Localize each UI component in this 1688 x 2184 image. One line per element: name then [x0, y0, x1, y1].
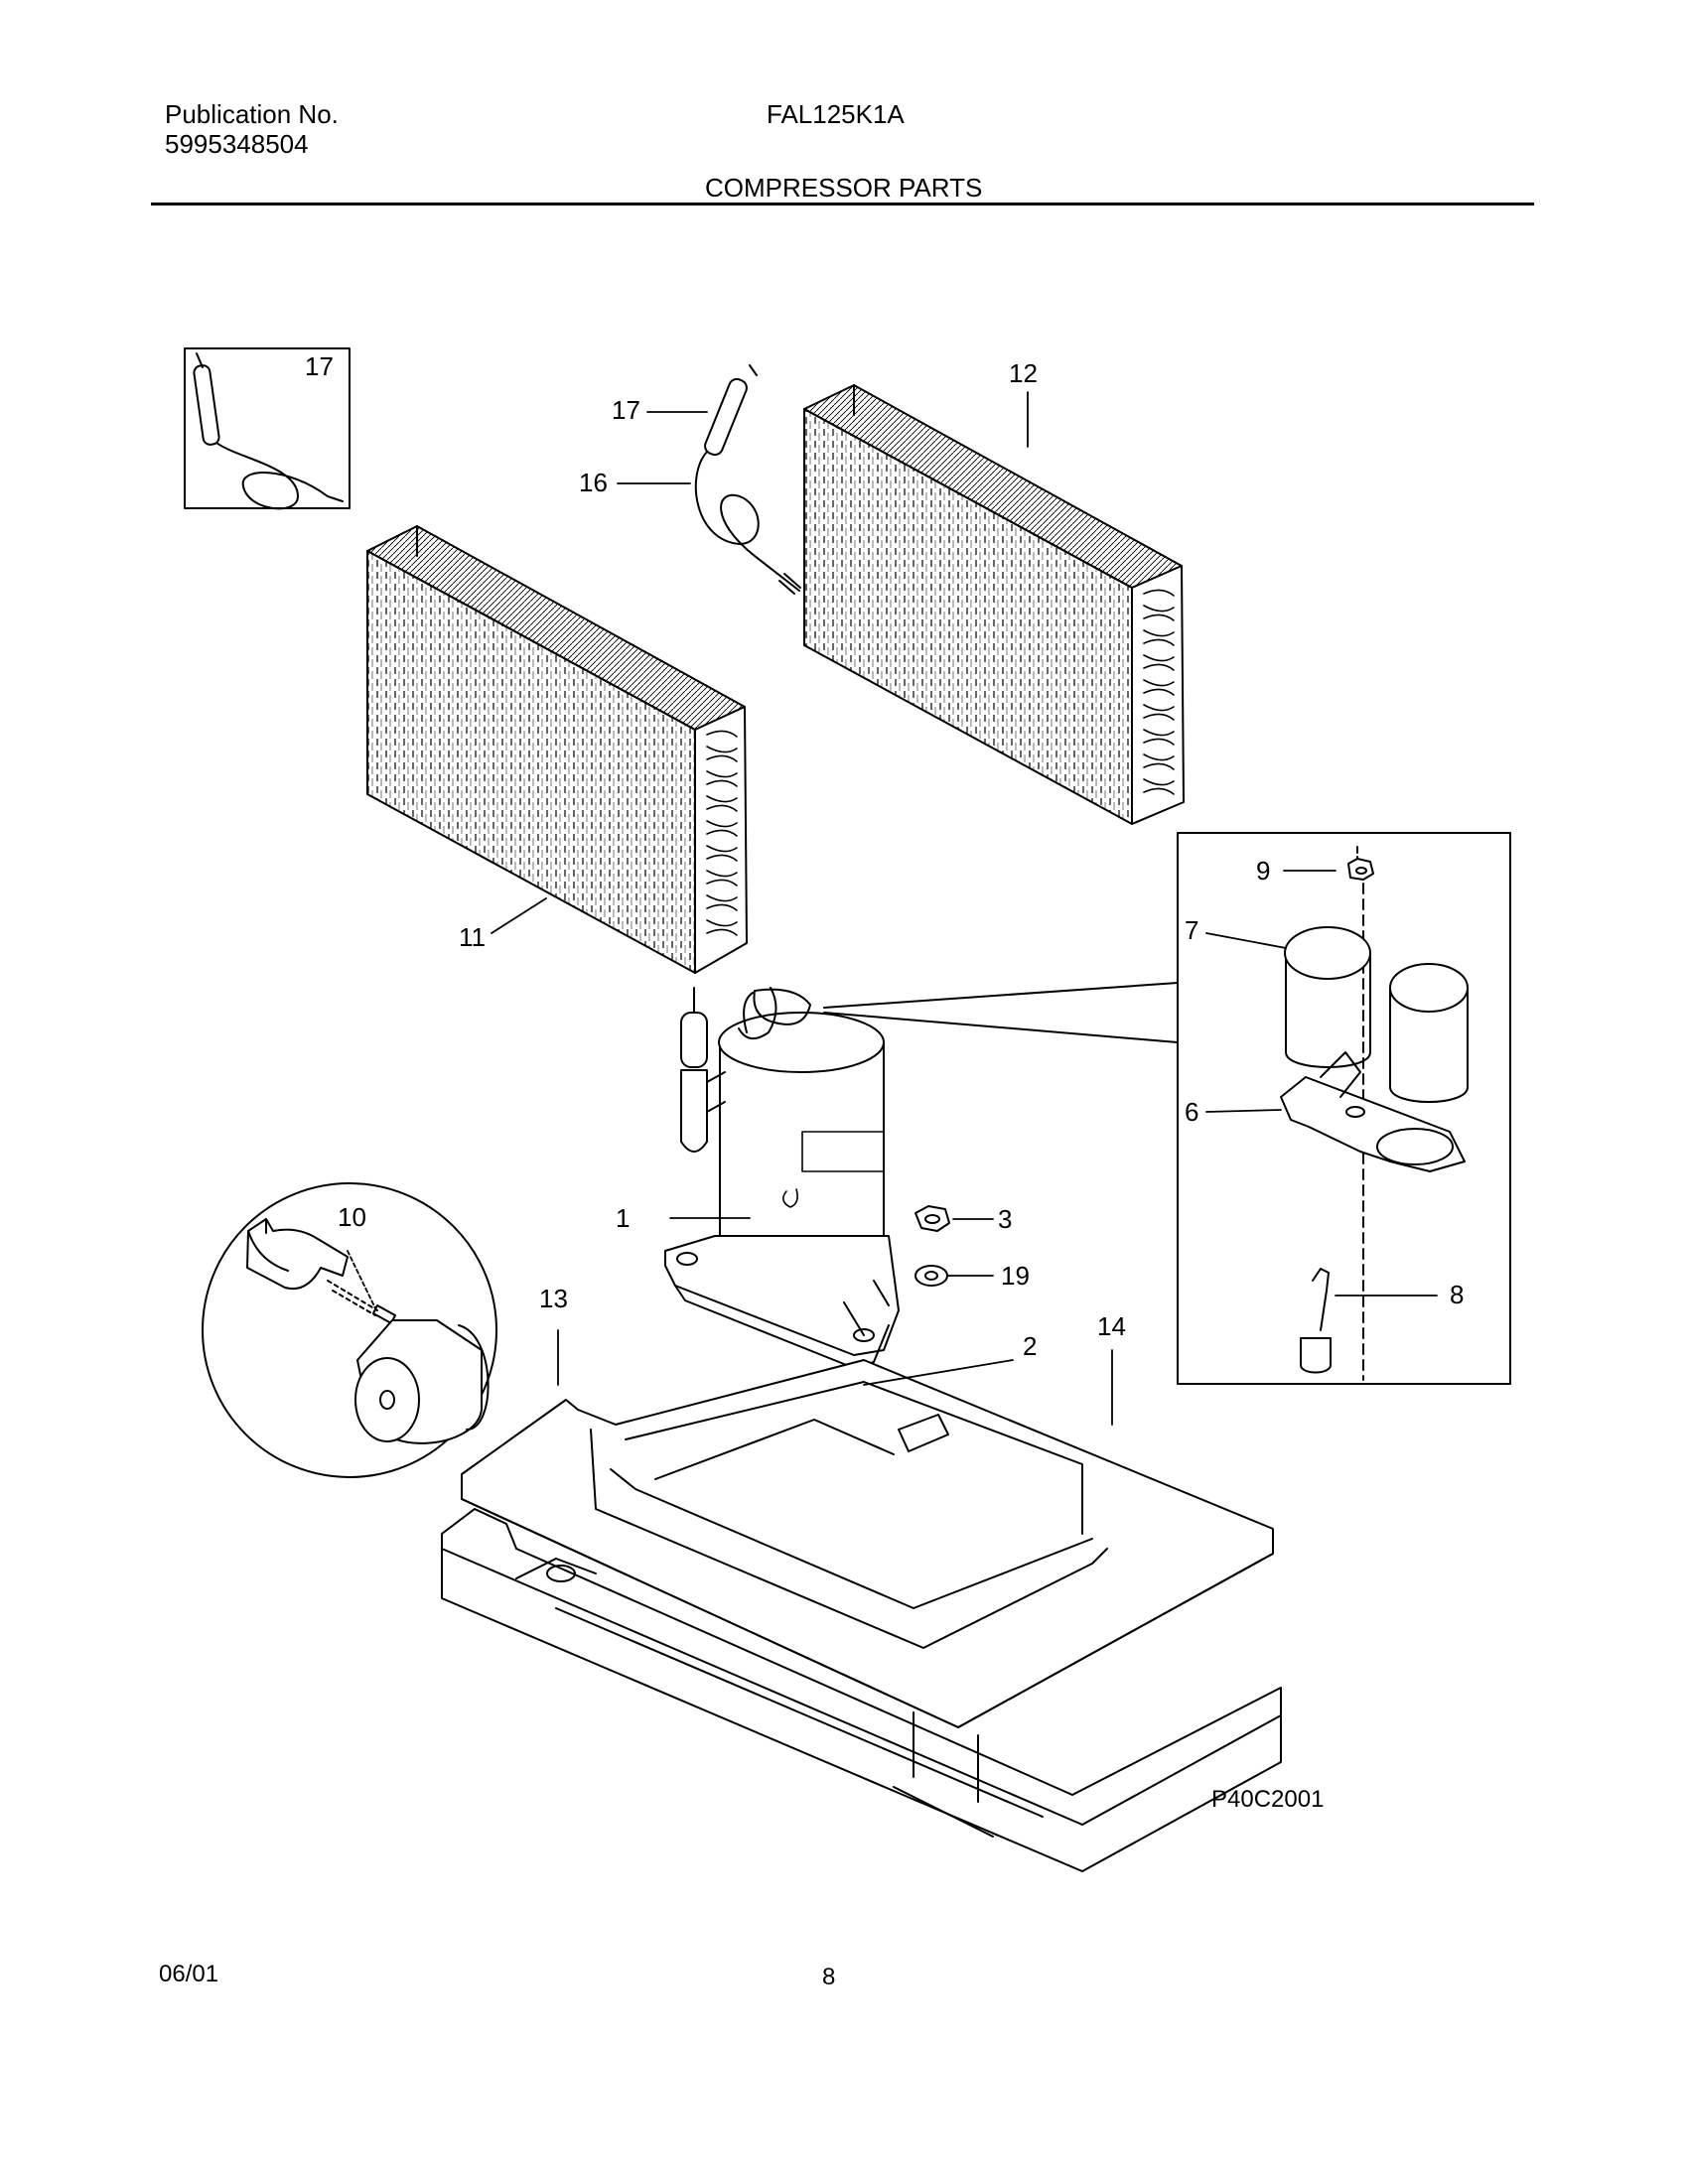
callout-2: 2 — [1023, 1331, 1037, 1361]
callout-8: 8 — [1450, 1280, 1464, 1309]
drawing-code: P40C2001 — [1211, 1786, 1324, 1813]
callout-3: 3 — [998, 1204, 1012, 1234]
callout-17-inset: 17 — [305, 351, 334, 381]
callout-9: 9 — [1256, 856, 1270, 886]
callout-10: 10 — [338, 1202, 366, 1232]
callout-12: 12 — [1009, 358, 1038, 388]
model-number: FAL125K1A — [767, 99, 905, 129]
washer-19 — [914, 1265, 948, 1287]
inset-sensor-box — [184, 347, 351, 510]
leader-lines — [347, 391, 1438, 1426]
callout-14: 14 — [1097, 1311, 1126, 1341]
callout-7: 7 — [1185, 915, 1198, 945]
publication-label: Publication No. — [165, 99, 339, 129]
inset-circle-overload — [202, 1182, 497, 1478]
callout-13: 13 — [539, 1284, 568, 1313]
base-pan-13-14 — [441, 1359, 1282, 1872]
callout-17: 17 — [612, 395, 640, 425]
callout-1: 1 — [616, 1203, 630, 1233]
thermistor-sensor-17-16 — [694, 364, 801, 595]
footer-date: 06/01 — [159, 1961, 219, 1987]
condenser-coil-11 — [366, 525, 748, 974]
callout-11: 11 — [459, 922, 486, 952]
footer-page-number: 8 — [822, 1964, 836, 1990]
detail-box-capacitor — [1177, 832, 1511, 1385]
publication-number: 5995348504 — [165, 129, 309, 159]
nut-3 — [914, 1205, 950, 1232]
callout-19: 19 — [1001, 1261, 1030, 1291]
section-title: COMPRESSOR PARTS — [705, 173, 983, 203]
compressor-1 — [664, 987, 900, 1369]
callout-16: 16 — [579, 468, 608, 497]
evaporator-coil-12 — [803, 384, 1185, 825]
callout-6: 6 — [1185, 1097, 1198, 1127]
header-rule — [151, 203, 1534, 205]
